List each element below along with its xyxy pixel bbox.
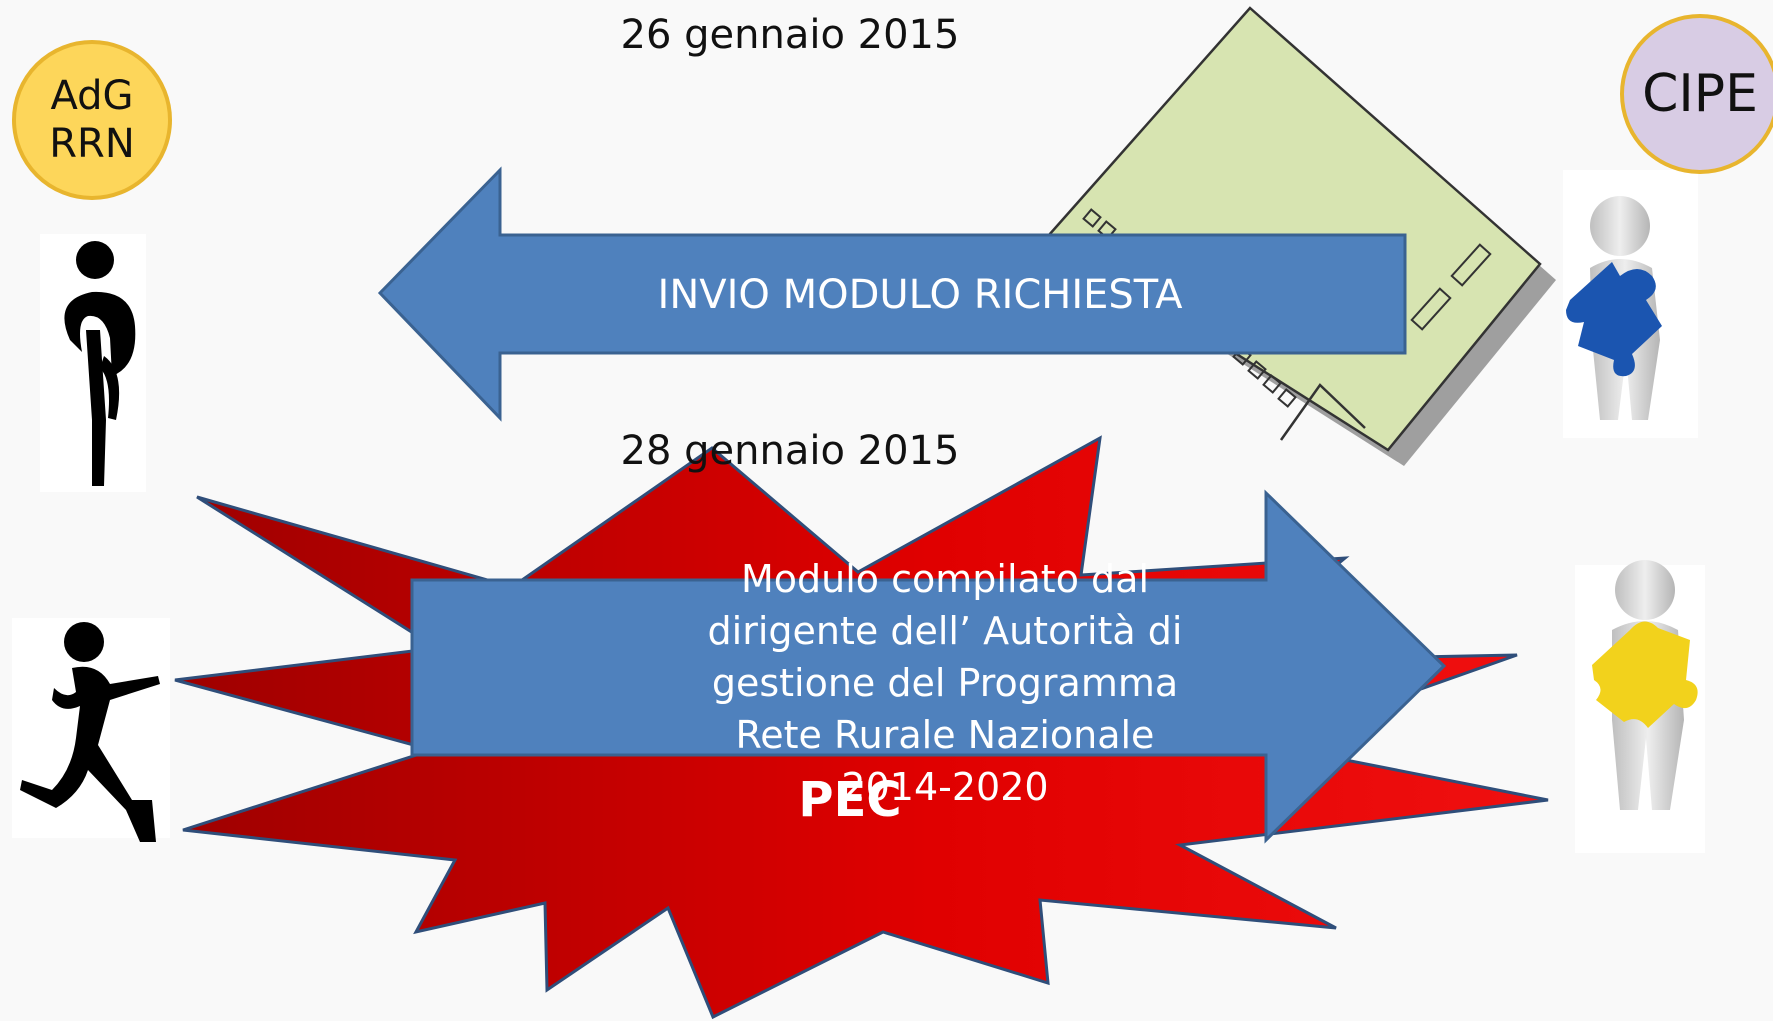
request-arrow-label: INVIO MODULO RICHIESTA <box>657 272 1183 318</box>
rrn-label: RRN <box>49 121 135 167</box>
puzzle-figure-blue-icon <box>1563 170 1698 438</box>
request-arrow <box>377 166 1407 422</box>
puzzle-figure-yellow-icon <box>1575 560 1705 853</box>
runner-silhouette-icon <box>40 234 146 492</box>
first-date: 26 gennaio 2015 <box>620 12 960 58</box>
second-date: 28 gennaio 2015 <box>620 428 960 474</box>
running-man-icon <box>12 618 170 842</box>
response-arrow-label: Modulo compilato dal dirigente dell’ Aut… <box>707 557 1183 809</box>
cipe-actor: CIPE <box>1620 14 1773 174</box>
pec-label: PEC <box>798 772 902 828</box>
adg-rrn-actor: AdG RRN <box>12 40 172 200</box>
adg-label: AdG <box>50 73 134 119</box>
response-arrow <box>410 489 1447 844</box>
